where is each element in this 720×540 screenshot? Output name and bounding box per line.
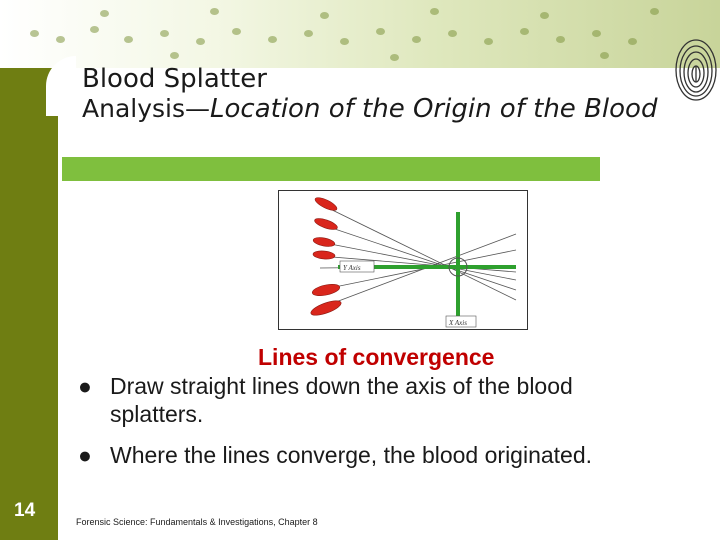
title-underline-bar <box>62 157 600 181</box>
x-axis-label-box <box>445 315 477 328</box>
decorative-dot <box>556 36 565 43</box>
decorative-dot <box>56 36 65 43</box>
bullet-icon: ● <box>78 373 92 399</box>
decorative-dot <box>540 12 549 19</box>
slide-number: 14 <box>14 500 36 521</box>
subheading: Lines of convergence <box>258 344 495 370</box>
decorative-dot <box>160 30 169 37</box>
decorative-dot <box>268 36 277 43</box>
title-italic-part: Location of the Origin of the Blood <box>210 94 658 124</box>
decorative-dot <box>628 38 637 45</box>
decorative-dot <box>232 28 241 35</box>
decorative-dot <box>520 28 529 35</box>
footer-citation: Forensic Science: Fundamentals & Investi… <box>76 517 318 527</box>
header-band <box>0 0 720 68</box>
decorative-dot <box>650 8 659 15</box>
title-line-2: Analysis— <box>82 94 211 123</box>
x-axis-label: X Axis <box>448 319 467 327</box>
y-axis-label-box <box>339 260 375 273</box>
decorative-dot <box>210 8 219 15</box>
decorative-dot <box>412 36 421 43</box>
bullet-text-2: Where the lines converge, the blood orig… <box>110 442 593 468</box>
decorative-dot <box>124 36 133 43</box>
blood-stains <box>310 197 342 316</box>
decorative-dot <box>448 30 457 37</box>
convergence-point <box>448 257 468 277</box>
left-sidebar-bar <box>0 68 58 540</box>
decorative-dot <box>196 38 205 45</box>
decorative-dot <box>340 38 349 45</box>
title-line-1: Blood Splatter <box>82 64 267 94</box>
decorative-dot <box>320 12 329 19</box>
y-axis-label: Y Axis <box>343 264 361 272</box>
convergence-lines <box>319 203 517 309</box>
decorative-dot <box>100 10 109 17</box>
convergence-diagram: Y Axis X Axis <box>278 190 528 330</box>
slide-title: Blood Splatter Analysis—Location of the … <box>82 64 662 128</box>
decorative-dot <box>376 28 385 35</box>
decorative-dot <box>592 30 601 37</box>
decorative-dot <box>600 52 609 59</box>
decorative-dot <box>90 26 99 33</box>
bullet-icon: ● <box>78 442 92 468</box>
decorative-dot <box>430 8 439 15</box>
fingerprint-icon <box>675 39 717 101</box>
decorative-dot <box>170 52 179 59</box>
decorative-dot <box>390 54 399 61</box>
decorative-dot <box>304 30 313 37</box>
decorative-dot <box>484 38 493 45</box>
bullet-text-1: Draw straight lines down the axis of the… <box>110 373 573 427</box>
decorative-dot <box>30 30 39 37</box>
